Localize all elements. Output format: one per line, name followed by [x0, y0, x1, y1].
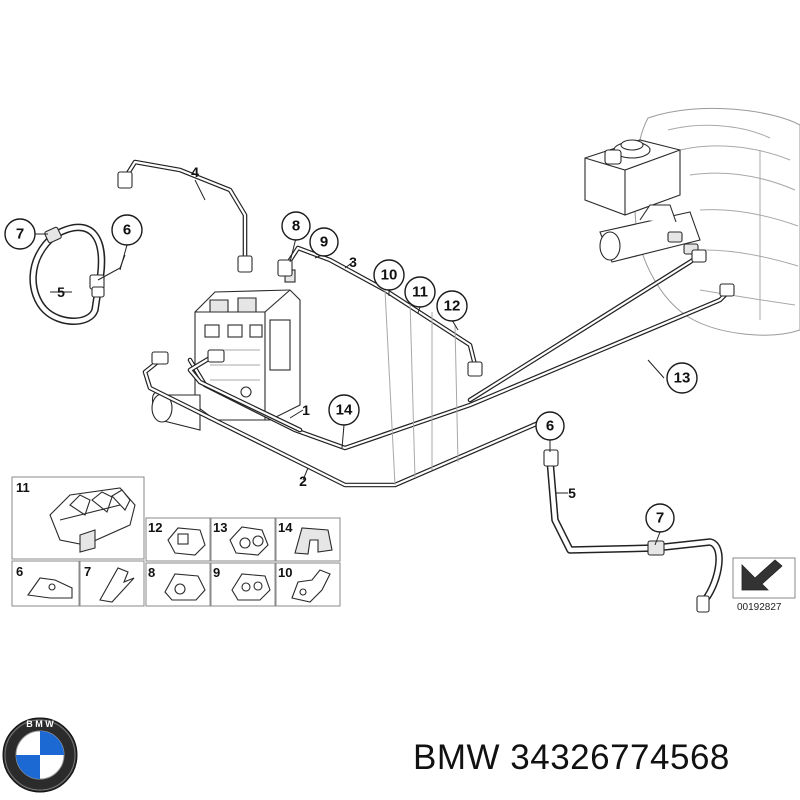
svg-text:13: 13 — [213, 520, 227, 535]
svg-text:10: 10 — [381, 267, 398, 284]
callout-10: 10 — [373, 259, 405, 291]
svg-text:10: 10 — [278, 565, 292, 580]
abs-hydraulic-unit — [151, 269, 301, 431]
callout-6: 6 — [111, 214, 143, 246]
leader-lines — [35, 179, 665, 546]
svg-text:5: 5 — [57, 284, 65, 300]
callout-5-lower: 5 — [568, 485, 576, 501]
svg-text:8: 8 — [148, 565, 155, 580]
master-cylinder — [584, 139, 701, 263]
svg-text:B M W: B M W — [26, 719, 54, 729]
callout-7: 7 — [4, 218, 36, 250]
svg-text:13: 13 — [674, 370, 691, 387]
callout-7-lower: 7 — [645, 503, 675, 533]
callout-12: 12 — [436, 290, 468, 322]
svg-text:9: 9 — [320, 234, 328, 251]
svg-text:6: 6 — [123, 222, 131, 239]
svg-text:9: 9 — [213, 565, 220, 580]
svg-text:14: 14 — [336, 402, 353, 419]
drawing-number: 00192827 — [737, 602, 782, 613]
callout-14: 14 — [328, 394, 360, 426]
callout-9: 9 — [309, 227, 339, 257]
direction-arrow-icon — [732, 557, 796, 599]
svg-text:6: 6 — [16, 564, 23, 579]
callout-5: 5 — [57, 284, 65, 300]
callout-6-lower: 6 — [535, 411, 565, 441]
callout-8: 8 — [281, 211, 311, 241]
brake-lines — [117, 159, 735, 488]
svg-text:1: 1 — [302, 402, 310, 418]
svg-text:12: 12 — [444, 298, 461, 315]
svg-text:11: 11 — [16, 480, 30, 495]
callout-13: 13 — [666, 362, 698, 394]
part-number-caption: BMW 34326774568 — [413, 738, 730, 777]
svg-text:5: 5 — [568, 485, 576, 501]
callout-3: 3 — [349, 254, 357, 270]
svg-text:4: 4 — [191, 164, 199, 180]
svg-text:6: 6 — [546, 418, 554, 435]
brake-hose-upper — [29, 223, 126, 325]
callout-2: 2 — [299, 473, 307, 489]
svg-text:2: 2 — [299, 473, 307, 489]
parts-inset: 11 6 7 12 13 14 8 — [11, 476, 341, 607]
clip-11-drawing — [49, 487, 136, 553]
callout-4: 4 — [191, 164, 199, 180]
callout-11: 11 — [404, 276, 436, 308]
svg-text:7: 7 — [16, 226, 24, 243]
bmw-logo-icon: B M W — [2, 717, 78, 793]
svg-text:3: 3 — [349, 254, 357, 270]
svg-text:7: 7 — [656, 510, 664, 527]
svg-text:12: 12 — [148, 520, 162, 535]
svg-text:7: 7 — [84, 564, 91, 579]
brake-hose-lower — [543, 449, 723, 613]
svg-text:8: 8 — [292, 218, 300, 235]
svg-text:14: 14 — [278, 520, 293, 535]
svg-text:11: 11 — [412, 284, 428, 301]
callout-1: 1 — [302, 402, 310, 418]
